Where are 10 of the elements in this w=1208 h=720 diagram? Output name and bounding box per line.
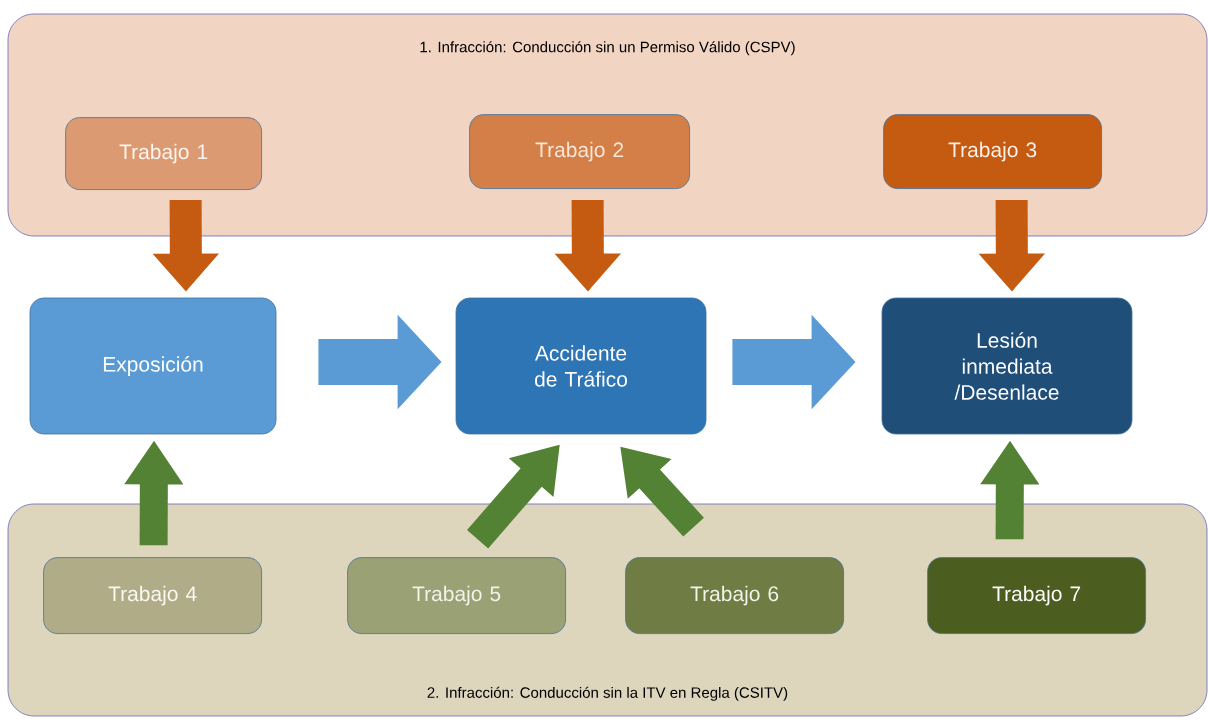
process-box: Trabajo 3	[883, 114, 1102, 189]
process-box: Trabajo 6	[625, 557, 844, 634]
process-box: Trabajo 1	[65, 117, 262, 190]
process-box: Trabajo 5	[347, 557, 566, 634]
process-box: Accidente de Tráfico	[455, 297, 707, 435]
process-box: Trabajo 7	[927, 557, 1146, 634]
process-box: Trabajo 2	[469, 114, 690, 189]
process-box: Exposición	[29, 297, 277, 435]
process-box: Lesión inmediata /Desenlace	[881, 297, 1133, 435]
process-box: Trabajo 4	[43, 557, 262, 634]
